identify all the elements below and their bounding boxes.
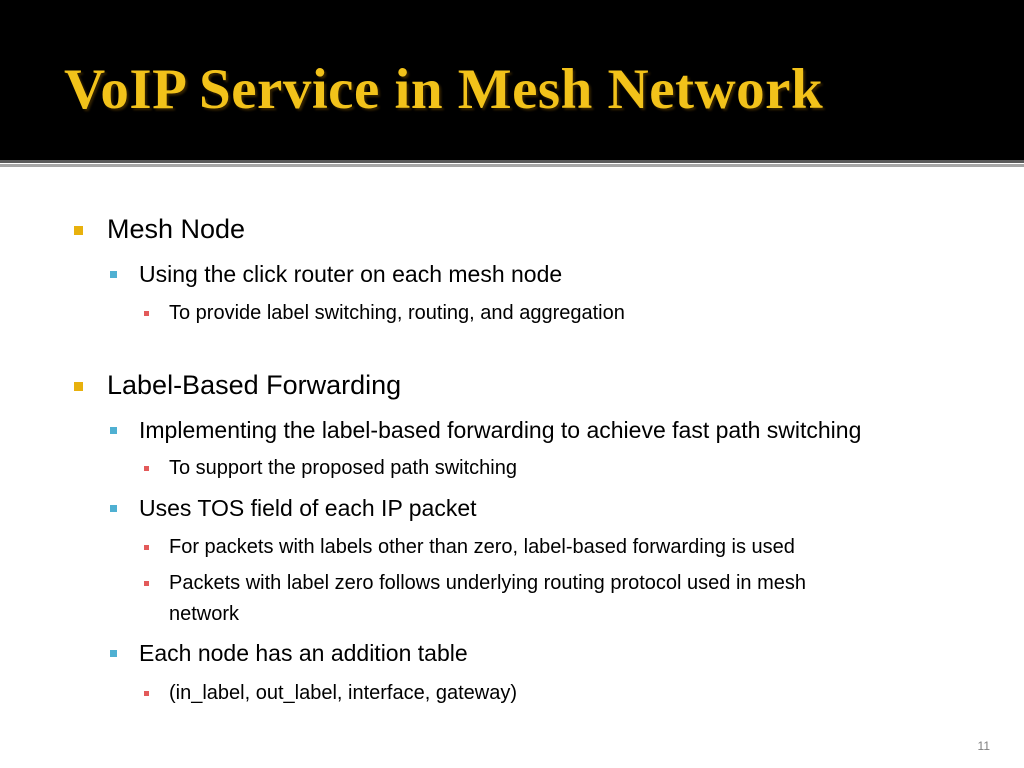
- bullet-text: Each node has an addition table: [139, 640, 468, 666]
- title-bar: VoIP Service in Mesh Network: [0, 0, 1024, 160]
- square-bullet-icon: [74, 382, 83, 391]
- square-bullet-icon: [144, 691, 149, 696]
- bullet-text: Using the click router on each mesh node: [139, 261, 563, 287]
- square-bullet-icon: [144, 545, 149, 550]
- bullet-text: For packets with labels other than zero,…: [169, 536, 795, 558]
- bullet-text: network: [169, 603, 240, 625]
- bullet-text: Label-Based Forwarding: [107, 370, 402, 400]
- square-bullet-icon: [110, 271, 117, 278]
- slide-number: 11: [977, 739, 990, 753]
- slide-title: VoIP Service in Mesh Network: [64, 58, 824, 121]
- square-bullet-icon: [74, 226, 83, 235]
- bullet-text: Implementing the label-based forwarding …: [139, 417, 862, 443]
- bullet-text: To support the proposed path switching: [169, 457, 517, 479]
- square-bullet-icon: [110, 650, 117, 657]
- title-divider-light: [0, 164, 1024, 167]
- square-bullet-icon: [144, 581, 149, 586]
- bullet-text: Packets with label zero follows underlyi…: [169, 572, 807, 594]
- square-bullet-icon: [110, 427, 117, 434]
- title-divider: [0, 160, 1024, 163]
- bullet-text: Uses TOS field of each IP packet: [139, 495, 477, 521]
- square-bullet-icon: [144, 466, 149, 471]
- bullet-text: To provide label switching, routing, and…: [169, 302, 625, 324]
- square-bullet-icon: [110, 505, 117, 512]
- square-bullet-icon: [144, 311, 149, 316]
- bullet-text: (in_label, out_label, interface, gateway…: [169, 682, 517, 704]
- bullet-text: Mesh Node: [107, 214, 246, 244]
